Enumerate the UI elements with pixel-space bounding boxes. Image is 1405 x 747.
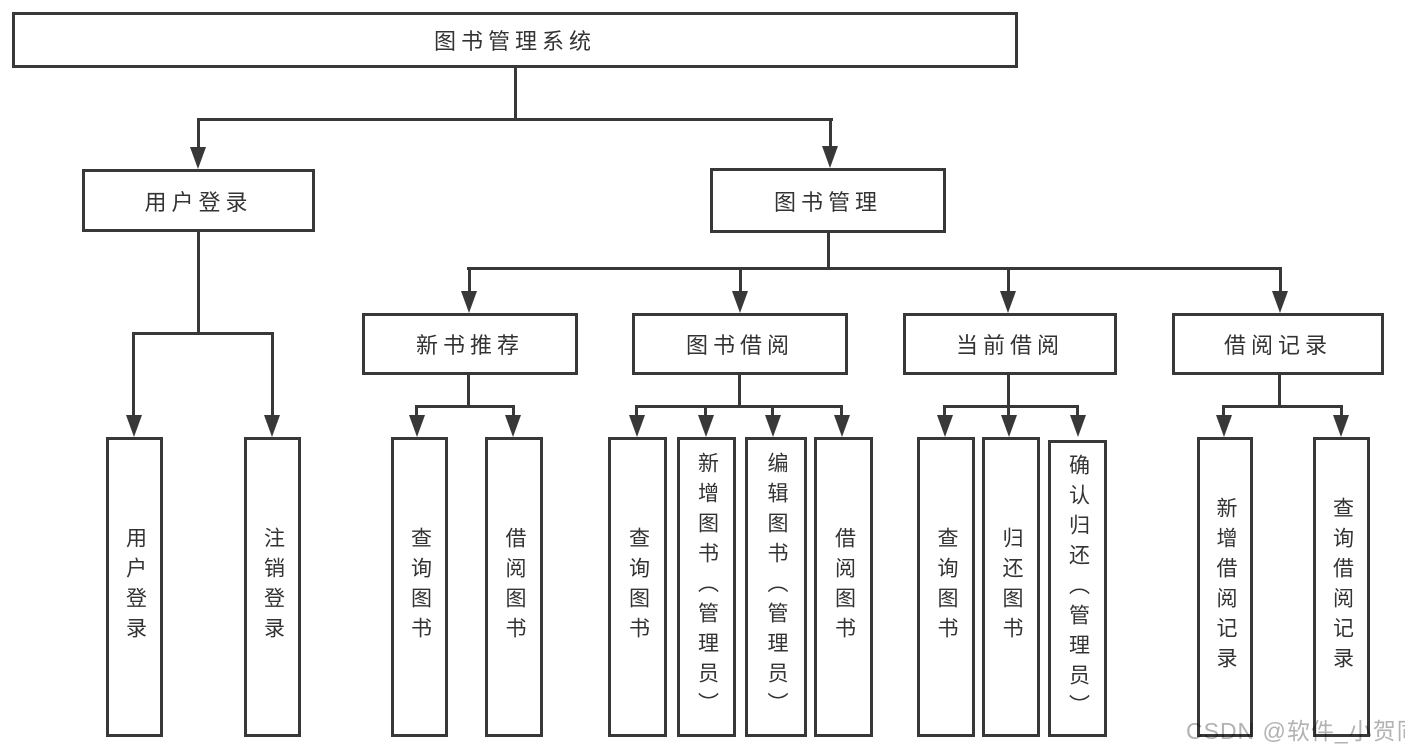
leaf-newbook-query-books: 查询图书 (391, 437, 448, 737)
connector-borrow-record-shaft (1279, 267, 1282, 293)
arrow-down-icon (732, 291, 748, 313)
arrow-down-icon (505, 415, 521, 437)
connector-g4-rail (943, 405, 1079, 408)
arrow-down-icon (190, 147, 206, 169)
arrow-down-icon (1216, 415, 1232, 437)
connector-g3-shaft (704, 405, 707, 417)
connector-g1-stub (197, 232, 200, 335)
node-borrow-record: 借阅记录 (1172, 313, 1384, 375)
connector-book-borrow-shaft (739, 267, 742, 293)
leaf-current-query-books: 查询图书 (917, 437, 975, 737)
leaf-newbook-borrow-books: 借阅图书 (485, 437, 543, 737)
leaf-current-return-books: 归还图书 (982, 437, 1040, 737)
node-user-login: 用户登录 (82, 169, 315, 232)
arrow-down-icon (698, 415, 714, 437)
connector-g1-rail (132, 332, 274, 335)
arrow-down-icon (1000, 291, 1016, 313)
node-book-borrow: 图书借阅 (632, 313, 848, 375)
connector-g2-shaft (512, 405, 515, 417)
arrow-down-icon (822, 146, 838, 168)
arrow-down-icon (1001, 415, 1017, 437)
leaf-record-add-borrow-record: 新增借阅记录 (1197, 437, 1253, 737)
connector-mgmt-stub (827, 233, 830, 270)
connector-new-book-shaft (468, 267, 471, 293)
connector-user-login-shaft (197, 118, 200, 150)
arrow-down-icon (937, 415, 953, 437)
connector-g4-stub (1007, 375, 1010, 408)
arrow-down-icon (629, 415, 645, 437)
arrow-down-icon (461, 291, 477, 313)
connector-g5-shaft (1340, 405, 1343, 417)
connector-g2-rail (415, 405, 515, 408)
connector-level3-rail (467, 267, 1282, 270)
connector-g3-stub (738, 375, 741, 408)
leaf-borrow-add-books-admin: 新增图书（管理员） (677, 437, 736, 737)
arrow-down-icon (126, 415, 142, 437)
leaf-current-confirm-return-admin: 确认归还（管理员） (1048, 440, 1107, 737)
connector-g3-shaft (635, 405, 638, 417)
connector-level2-rail (197, 118, 833, 121)
connector-g4-shaft (1076, 405, 1079, 417)
arrow-down-icon (765, 415, 781, 437)
csdn-watermark: CSDN @软件_小贺同学 (1186, 718, 1405, 744)
connector-g4-shaft (943, 405, 946, 417)
connector-g5-rail (1222, 405, 1343, 408)
node-book-mgmt: 图书管理 (710, 168, 946, 233)
arrow-down-icon (1272, 291, 1288, 313)
connector-g3-shaft (771, 405, 774, 417)
node-new-book-recommend: 新书推荐 (362, 313, 578, 375)
connector-g4-shaft (1007, 405, 1010, 417)
connector-g1-shaft (271, 332, 274, 417)
arrow-down-icon (1070, 415, 1086, 437)
leaf-borrow-borrow-books: 借阅图书 (814, 437, 873, 737)
arrow-down-icon (834, 415, 850, 437)
connector-g2-shaft (415, 405, 418, 417)
arrow-down-icon (409, 415, 425, 437)
connector-current-borrow-shaft (1007, 267, 1010, 293)
leaf-borrow-query-books: 查询图书 (608, 437, 667, 737)
connector-g5-stub (1278, 375, 1281, 408)
connector-g3-shaft (840, 405, 843, 417)
arrow-down-icon (1333, 415, 1349, 437)
leaf-record-query-borrow-record: 查询借阅记录 (1313, 437, 1370, 737)
leaf-user-login: 用户登录 (106, 437, 163, 737)
arrow-down-icon (264, 415, 280, 437)
connector-g2-stub (467, 375, 470, 408)
connector-book-mgmt-shaft (829, 118, 832, 150)
connector-g3-rail (635, 405, 843, 408)
connector-g5-shaft (1222, 405, 1225, 417)
connector-root-stub (514, 68, 517, 120)
node-current-borrow: 当前借阅 (903, 313, 1117, 375)
node-root: 图书管理系统 (12, 12, 1018, 68)
connector-g1-shaft (132, 332, 135, 417)
leaf-borrow-edit-books-admin: 编辑图书（管理员） (745, 437, 807, 737)
leaf-logout-login: 注销登录 (244, 437, 301, 737)
